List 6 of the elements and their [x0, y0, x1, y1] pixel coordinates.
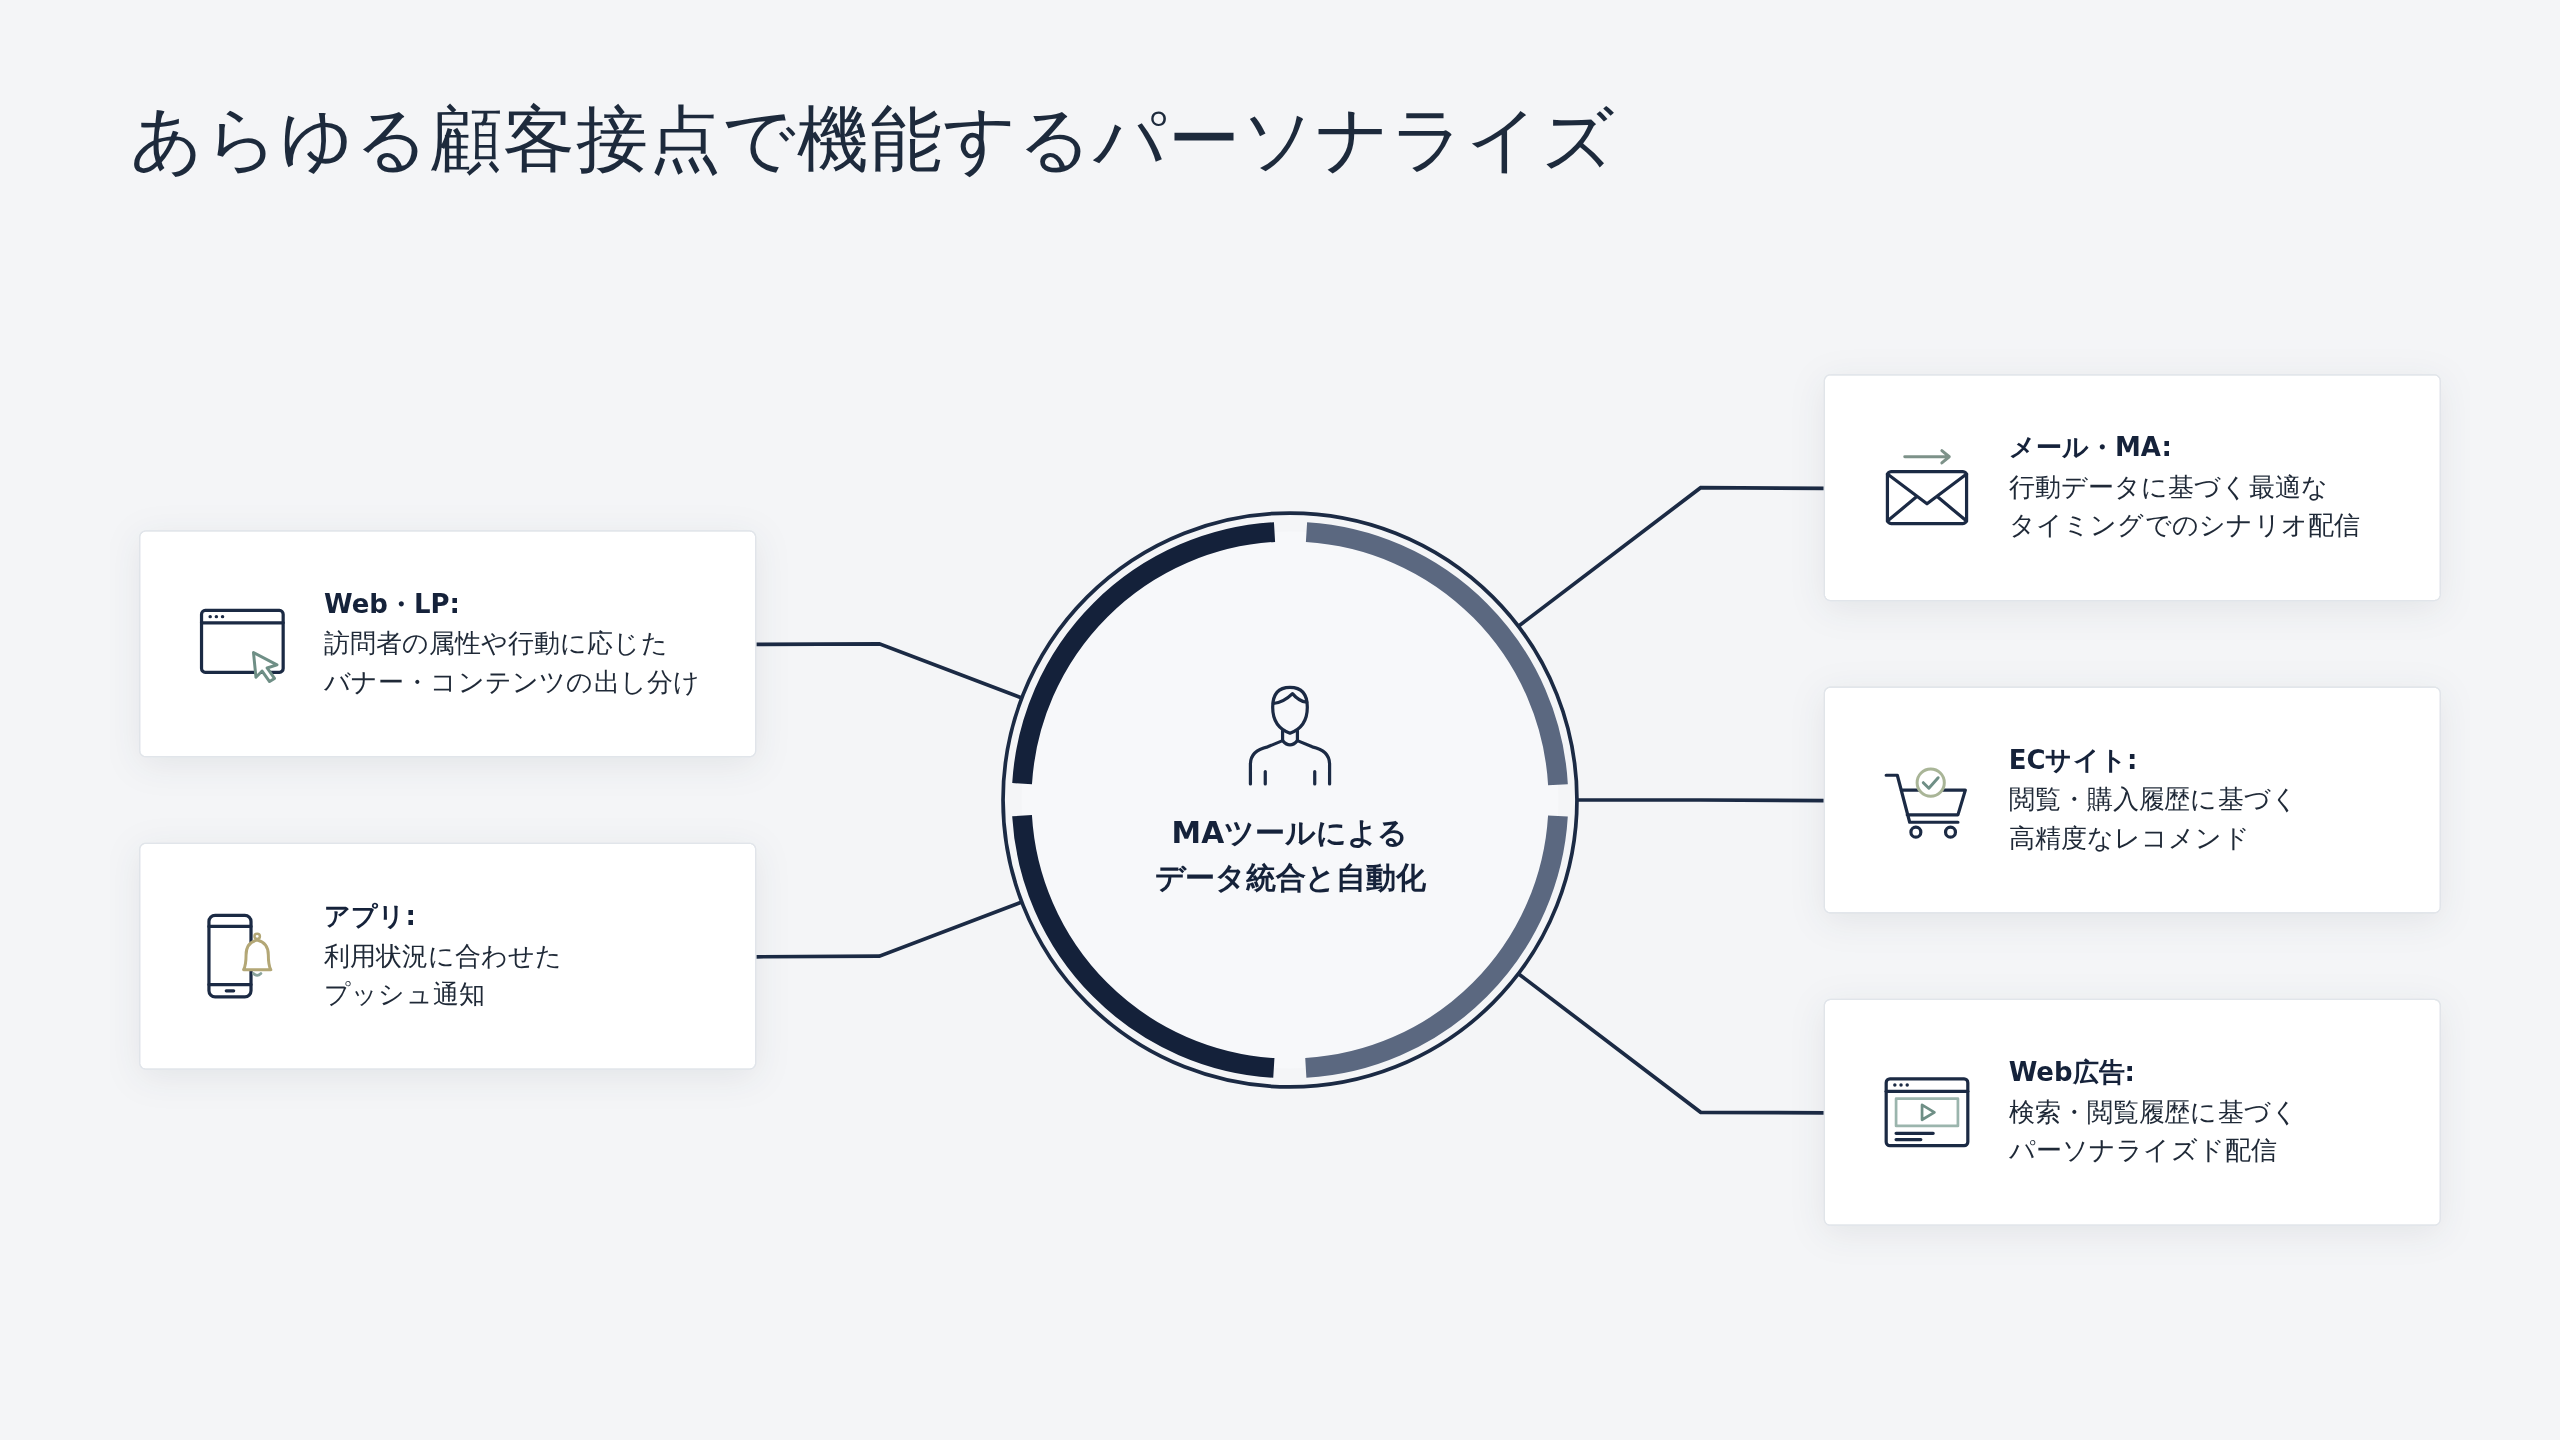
connector: [1517, 485, 1825, 628]
connector: [1517, 972, 1825, 1115]
connector: [756, 642, 1023, 700]
node-circle: MAツールによるデータ統合と自動化: [1001, 511, 1579, 1089]
connector: [756, 900, 1023, 959]
title: あらゆる顧客接点で機能するパーソナライズ: [130, 96, 1616, 183]
